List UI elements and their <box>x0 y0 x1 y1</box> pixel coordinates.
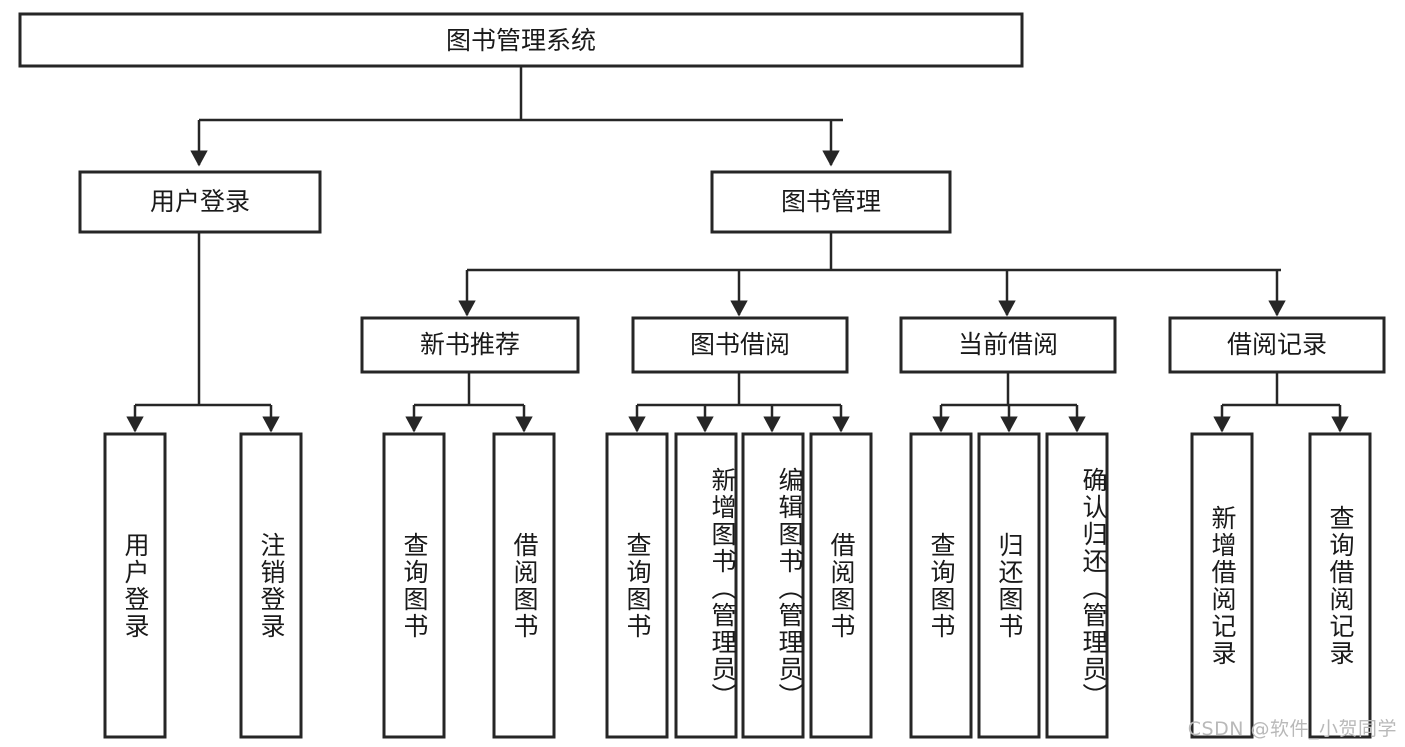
connector-bookmgmt-to-level3 <box>458 232 1286 317</box>
leaf-currentborrow-confirm[interactable] <box>1045 432 1109 739</box>
connector-root-to-level2 <box>190 66 843 167</box>
leaf-bookborrow-add[interactable] <box>674 432 738 739</box>
node-book-management[interactable]: 图书管理 <box>710 170 952 234</box>
node-borrow-record[interactable]: 借阅记录 <box>1168 316 1386 374</box>
node-current-borrow[interactable]: 当前借阅 <box>899 316 1117 374</box>
node-root-label: 图书管理系统 <box>446 26 596 55</box>
node-user-login[interactable]: 用户登录 <box>78 170 322 234</box>
csdn-watermark: CSDN @软件_小贺同学 <box>1187 718 1397 740</box>
leaf-bookborrow-query[interactable] <box>605 432 669 739</box>
leaf-newbook-query[interactable] <box>382 432 446 739</box>
leaf-borrowrecord-query[interactable] <box>1308 432 1372 739</box>
node-root[interactable]: 图书管理系统 <box>18 12 1024 68</box>
node-book-management-label: 图书管理 <box>781 187 881 216</box>
leaf-user-login-login[interactable] <box>103 432 167 739</box>
node-borrow-record-label: 借阅记录 <box>1227 330 1327 359</box>
leaf-user-login-logout[interactable] <box>239 432 303 739</box>
node-new-book-recommend-label: 新书推荐 <box>420 330 520 359</box>
leaf-currentborrow-query[interactable] <box>909 432 973 739</box>
connector-borrowrecord-to-leaves <box>1213 372 1349 433</box>
node-book-borrow-label: 图书借阅 <box>690 330 790 359</box>
connector-userlogin-to-leaves <box>126 232 280 433</box>
connector-newbook-to-leaves <box>405 372 533 433</box>
node-book-borrow[interactable]: 图书借阅 <box>631 316 849 374</box>
leaf-currentborrow-return[interactable] <box>977 432 1041 739</box>
leaf-bookborrow-edit[interactable] <box>741 432 805 739</box>
leaf-borrowrecord-add[interactable] <box>1190 432 1254 739</box>
connector-currentborrow-to-leaves <box>932 372 1086 433</box>
node-new-book-recommend[interactable]: 新书推荐 <box>360 316 580 374</box>
node-user-login-label: 用户登录 <box>150 187 250 216</box>
leaf-bookborrow-borrow[interactable] <box>809 432 873 739</box>
connector-bookborrow-to-leaves <box>628 372 850 433</box>
leaf-newbook-borrow[interactable] <box>492 432 556 739</box>
node-current-borrow-label: 当前借阅 <box>958 330 1058 359</box>
